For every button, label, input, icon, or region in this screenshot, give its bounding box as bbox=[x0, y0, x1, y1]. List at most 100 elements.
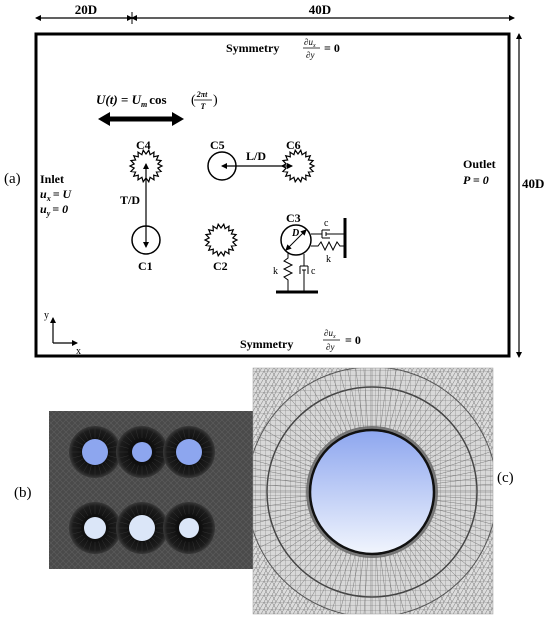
mesh-c-radial bbox=[423, 526, 477, 562]
mesh-b-radial bbox=[101, 505, 109, 517]
computational-domain bbox=[34, 32, 511, 358]
mesh-b-radial bbox=[69, 455, 82, 459]
mesh-c-radial bbox=[432, 467, 493, 481]
mesh-c-radial bbox=[289, 397, 332, 446]
mesh-b-radial bbox=[145, 541, 149, 554]
mesh-c-radial bbox=[355, 553, 365, 614]
mesh-c-radial bbox=[375, 368, 381, 431]
mesh-b-radial bbox=[200, 514, 212, 522]
oscillation-arrowhead-right bbox=[172, 112, 184, 126]
mesh-c-radial bbox=[431, 459, 493, 477]
mesh-b-radial bbox=[119, 438, 131, 446]
mesh-c-radial bbox=[433, 483, 493, 489]
mesh-c-radial bbox=[267, 422, 321, 458]
spring-horizontal bbox=[311, 240, 345, 252]
mesh-b-radial bbox=[198, 537, 208, 547]
mesh-b-radial bbox=[153, 458, 165, 466]
mesh-c-radial bbox=[387, 371, 405, 433]
oscillation-arrowhead-left bbox=[98, 112, 110, 126]
mesh-c-radial bbox=[425, 429, 481, 462]
mesh-c-radial bbox=[259, 436, 317, 465]
dim-label-20d: 20D bbox=[75, 2, 97, 17]
mesh-c-radial bbox=[331, 550, 353, 611]
mesh-b-radial bbox=[202, 445, 215, 449]
mesh-b-cylinder bbox=[176, 439, 202, 465]
mesh-c-radial bbox=[309, 383, 342, 439]
mesh-c-radial bbox=[253, 468, 312, 481]
mesh-c-radial bbox=[421, 415, 472, 455]
mesh-c-radial bbox=[283, 403, 329, 449]
mesh-b-radial bbox=[151, 433, 161, 443]
mesh-b-radial bbox=[101, 539, 109, 551]
mesh-b-radial bbox=[166, 458, 178, 466]
symmetry-bottom-eq: = 0 bbox=[345, 333, 361, 347]
mesh-b-radial bbox=[72, 534, 84, 542]
mesh-b-radial bbox=[163, 521, 176, 525]
mesh-c-radial bbox=[379, 553, 389, 614]
mesh-c-radial bbox=[263, 429, 319, 462]
mesh-b-radial bbox=[76, 461, 86, 471]
mesh-b-radial bbox=[148, 539, 156, 551]
mesh-b-radial bbox=[195, 505, 203, 517]
mesh-b-radial bbox=[151, 537, 161, 547]
mesh-b-radial bbox=[72, 438, 84, 446]
mesh-c-radial bbox=[295, 392, 335, 443]
inlet-uy: uy= 0 bbox=[40, 202, 68, 218]
motion-num: 2πt bbox=[196, 90, 208, 99]
mesh-c-radial bbox=[339, 371, 357, 433]
mesh-b-radial bbox=[198, 509, 208, 519]
mesh-b-radial bbox=[81, 429, 89, 441]
mesh-c-radial bbox=[395, 376, 421, 435]
mesh-c-radial bbox=[375, 553, 381, 614]
panel-a-tag: (a) bbox=[4, 171, 21, 187]
ld-label: L/D bbox=[246, 149, 266, 163]
mesh-b-radial bbox=[69, 521, 82, 525]
mesh-b-radial bbox=[101, 463, 109, 475]
mesh-c-radial bbox=[323, 549, 349, 608]
mesh-b-radial bbox=[163, 531, 176, 535]
mesh-c-radial bbox=[406, 543, 442, 597]
cylinder-c2-grooved bbox=[203, 222, 239, 258]
mesh-c-radial bbox=[355, 368, 365, 431]
mesh-c-radial bbox=[302, 543, 338, 597]
mesh-c-radial bbox=[253, 495, 311, 501]
td-label: T/D bbox=[120, 193, 140, 207]
mesh-c-radial bbox=[272, 529, 323, 569]
mesh-b-radial bbox=[128, 463, 136, 475]
mesh-b-radial bbox=[106, 458, 118, 466]
mesh-b-radial bbox=[170, 509, 180, 519]
mesh-b-radial bbox=[116, 455, 129, 459]
mesh-c-radial-lines bbox=[253, 368, 493, 614]
diameter-label: D bbox=[291, 228, 299, 239]
symmetry-top-num: ∂ux bbox=[304, 37, 316, 49]
mesh-b-radial bbox=[104, 461, 114, 471]
mesh-b-radial bbox=[88, 502, 92, 515]
mesh-b-radial bbox=[116, 531, 129, 535]
mesh-b-radial bbox=[69, 531, 82, 535]
mesh-c-radial bbox=[391, 373, 413, 434]
mesh-b-radial bbox=[123, 461, 133, 471]
spring-label-h: k bbox=[326, 254, 331, 265]
mesh-b-radial bbox=[101, 429, 109, 441]
symmetry-top: Symmetry ∂ux ∂y = 0 bbox=[226, 37, 340, 60]
mesh-c-radial bbox=[277, 532, 326, 575]
inlet-ux: ux= U bbox=[40, 187, 73, 203]
mesh-b-radial bbox=[163, 455, 176, 459]
mesh-b-radial bbox=[198, 433, 208, 443]
mesh-b-radial bbox=[69, 445, 82, 449]
mesh-b-radial bbox=[88, 465, 92, 478]
mesh-b-cylinder bbox=[179, 518, 199, 538]
mesh-b-radial bbox=[166, 534, 178, 542]
mesh-c-radial bbox=[383, 552, 397, 614]
mesh-c-radial bbox=[272, 415, 323, 455]
mesh-b-radial bbox=[170, 433, 180, 443]
cylinder-label-c5: C5 bbox=[210, 138, 225, 152]
symmetry-bottom-den: ∂y bbox=[326, 342, 334, 352]
mesh-c-radial bbox=[277, 409, 326, 452]
mesh-b-radial bbox=[195, 429, 203, 441]
mesh-c-radial bbox=[253, 483, 311, 489]
mesh-b-radial bbox=[182, 541, 186, 554]
mesh-c-radial bbox=[433, 475, 493, 485]
mesh-c-radial bbox=[415, 403, 461, 449]
